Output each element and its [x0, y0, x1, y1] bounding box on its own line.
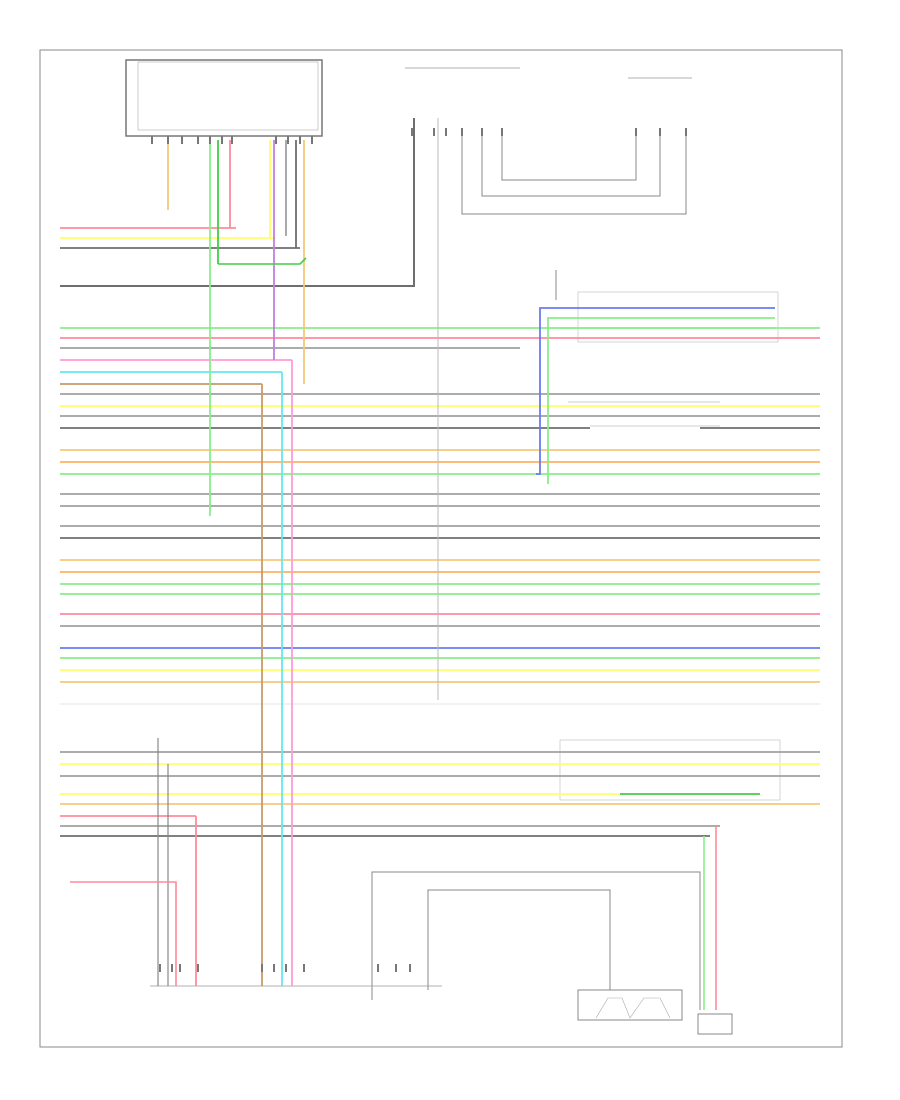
top-module-inner [137, 61, 319, 131]
connector-pin [197, 964, 199, 972]
connector-pin [395, 964, 397, 972]
connector-pin [299, 136, 301, 144]
riser-wire [547, 317, 775, 484]
connector-pin [287, 136, 289, 144]
connector-pin [275, 136, 277, 144]
diagram-border [39, 49, 843, 1048]
lower-wire [70, 881, 177, 986]
connector-pin [179, 964, 181, 972]
connector-pin [411, 128, 413, 136]
speaker-loop-outer [461, 128, 687, 215]
connector-pin [167, 136, 169, 144]
connector-pin [445, 128, 447, 136]
connector-pin [209, 136, 211, 144]
connector-pin [481, 128, 483, 136]
connector-pin-layer [151, 128, 687, 972]
lower-right-connector-block [559, 739, 781, 801]
wire-layer [60, 118, 820, 1010]
speaker-loop-inner-2 [501, 128, 637, 181]
right-connector-block [577, 291, 779, 343]
connector-pin [285, 964, 287, 972]
riser-wire [536, 307, 775, 475]
bottom-center-right-trap [595, 997, 671, 1019]
connector-pin [409, 964, 411, 972]
connector-pin [171, 964, 173, 972]
connector-pin [635, 128, 637, 136]
drop-wire [218, 257, 307, 265]
connector-pin [231, 136, 233, 144]
connector-pin [685, 128, 687, 136]
connector-pin [461, 128, 463, 136]
bottom-inner-loop [427, 889, 611, 990]
speaker-loop-inner-1 [481, 128, 661, 197]
bottom-right-module [697, 1013, 733, 1035]
connector-pin [273, 964, 275, 972]
connector-pin [501, 128, 503, 136]
connector-pin [433, 128, 435, 136]
connector-pin [311, 136, 313, 144]
connector-pin [303, 964, 305, 972]
connector-pin [197, 136, 199, 144]
connector-pin [261, 964, 263, 972]
bottom-center-module-outline [371, 871, 701, 1010]
connector-pin [181, 136, 183, 144]
connector-pin [221, 136, 223, 144]
bottom-center-right-module [577, 989, 683, 1021]
connector-pin [659, 128, 661, 136]
connector-pin [159, 964, 161, 972]
top-module-box [125, 59, 323, 137]
ground-wire-top [60, 118, 415, 287]
connector-pin [151, 136, 153, 144]
connector-pin [377, 964, 379, 972]
